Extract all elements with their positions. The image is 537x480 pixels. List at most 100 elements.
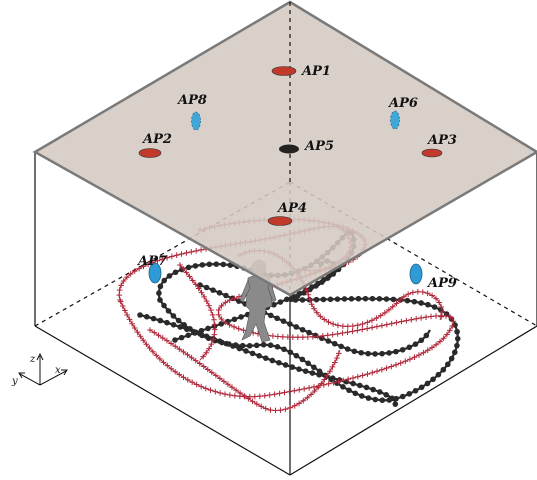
- trajectory-sample-mark: [198, 247, 204, 253]
- trajectory-sample-mark: [262, 355, 269, 361]
- trajectory-sample-mark: [216, 338, 223, 344]
- trajectory-sample-mark: [184, 326, 190, 333]
- trajectory-sample-mark: [358, 349, 364, 356]
- trajectory-sample-mark: [223, 292, 229, 299]
- trajectory-sample-mark: [137, 312, 143, 318]
- trajectory-sample-mark: [249, 398, 256, 405]
- trajectory-sample-mark: [296, 400, 302, 407]
- trajectory-sample-mark: [299, 356, 306, 363]
- trajectory-sample-mark: [276, 359, 282, 366]
- trajectory-sample-mark: [403, 317, 410, 324]
- trajectory-sample-mark: [295, 334, 301, 341]
- trajectory-sample-mark: [315, 384, 321, 391]
- trajectory-sample-mark: [213, 372, 219, 379]
- trajectory-sample-mark: [372, 351, 378, 357]
- trajectory-sample-mark: [383, 365, 390, 371]
- trajectory-sample-mark: [201, 294, 207, 300]
- trajectory-sample-mark: [233, 387, 239, 393]
- trajectory-sample-mark: [349, 328, 356, 335]
- trajectory-sample-mark: [296, 290, 303, 297]
- trajectory-sample-mark: [175, 317, 182, 324]
- trajectory-sample-mark: [346, 387, 352, 394]
- trajectory-sample-mark: [334, 296, 341, 302]
- trajectory-sample-mark: [274, 315, 280, 322]
- trajectory-sample-mark: [399, 393, 406, 400]
- trajectory-sample-mark: [416, 352, 422, 358]
- trajectory-sample-mark: [332, 359, 338, 366]
- trajectory-sample-mark: [192, 281, 199, 288]
- trajectory-sample-mark: [428, 313, 434, 320]
- trajectory-sample-mark: [222, 319, 229, 326]
- trajectory-sample-mark: [359, 321, 366, 327]
- trajectory-sample-mark: [379, 350, 385, 357]
- trajectory-sample-mark: [243, 348, 249, 354]
- trajectory-sample-mark: [222, 299, 229, 306]
- trajectory-sample-mark: [379, 322, 385, 329]
- trajectory-sample-mark: [261, 392, 268, 399]
- trajectory-sample-mark: [415, 288, 421, 295]
- trajectory-sample-mark: [348, 296, 355, 302]
- trajectory-sample-mark: [198, 383, 204, 390]
- ap8-label: AP8: [176, 93, 207, 108]
- trajectory-sample-mark: [253, 342, 260, 349]
- trajectory-sample-mark: [296, 387, 303, 393]
- floor-edge-left: [34, 325, 291, 476]
- trajectory-sample-mark: [270, 333, 276, 339]
- trajectory-sample-mark: [407, 356, 413, 363]
- trajectory-sample-mark: [444, 331, 450, 338]
- trajectory-sample-mark: [280, 318, 287, 324]
- trajectory-sample-mark: [287, 404, 293, 411]
- y-axis-label: y: [11, 376, 18, 387]
- trajectory-sample-mark: [150, 348, 156, 355]
- trajectory-sample-mark: [178, 334, 185, 341]
- trajectory-sample-mark: [301, 386, 307, 392]
- trajectory-sample-mark: [176, 346, 183, 352]
- trajectory-sample-mark: [341, 296, 348, 302]
- trajectory-sample-mark: [217, 375, 223, 382]
- trajectory-sample-mark: [209, 312, 216, 318]
- trajectory-sample-mark: [397, 297, 403, 303]
- trajectory-sample-mark: [188, 354, 195, 361]
- trajectory-sample-mark: [340, 384, 346, 390]
- trajectory-sample-mark: [229, 384, 235, 391]
- trajectory-sample-mark: [329, 331, 336, 338]
- trajectory-sample-mark: [196, 360, 203, 367]
- trajectory-sample-mark: [225, 381, 231, 388]
- trajectory-sample-mark: [271, 391, 278, 398]
- trajectory-sample-mark: [398, 318, 405, 325]
- trajectory-sample-mark: [309, 370, 316, 376]
- trajectory-sample-mark: [166, 273, 173, 279]
- trajectory-sample-mark: [236, 293, 242, 300]
- trajectory-sample-mark: [399, 346, 406, 353]
- trajectory-sample-mark: [340, 377, 347, 384]
- trajectory-sample-mark: [180, 266, 187, 272]
- trajectory-sample-mark: [364, 371, 371, 377]
- trajectory-sample-mark: [309, 284, 315, 290]
- trajectory-sample-mark: [418, 315, 424, 321]
- trajectory-sample-mark: [311, 305, 317, 312]
- trajectory-sample-mark: [376, 389, 383, 395]
- trajectory-sample-mark: [177, 262, 183, 268]
- trajectory-sample-mark: [249, 350, 256, 357]
- trajectory-sample-mark: [257, 393, 263, 400]
- trajectory-sample-mark: [386, 350, 392, 356]
- trajectory-sample-mark: [157, 317, 164, 324]
- trajectory-sample-mark: [350, 375, 356, 381]
- trajectory-sample-mark: [271, 301, 277, 308]
- trajectory-sample-mark: [203, 284, 210, 291]
- trajectory-sample-mark: [418, 300, 424, 306]
- trajectory-sample-mark: [306, 329, 312, 336]
- trajectory-sample-mark: [227, 392, 233, 398]
- trajectory-sample-mark: [438, 314, 445, 320]
- trajectory-sample-mark: [423, 314, 429, 320]
- trajectory-sample-mark: [116, 292, 123, 298]
- ap6-marker: AP6: [387, 96, 418, 130]
- trajectory-sample-mark: [269, 357, 276, 364]
- trajectory-sample-mark: [165, 308, 172, 314]
- trajectory-sample-mark: [318, 380, 325, 387]
- ap6-label: AP6: [387, 96, 418, 111]
- ap5-label: AP5: [303, 139, 334, 154]
- x-axis-label: x: [55, 365, 61, 376]
- z-axis-label: z: [29, 354, 36, 365]
- trajectory-sample-mark: [185, 264, 192, 271]
